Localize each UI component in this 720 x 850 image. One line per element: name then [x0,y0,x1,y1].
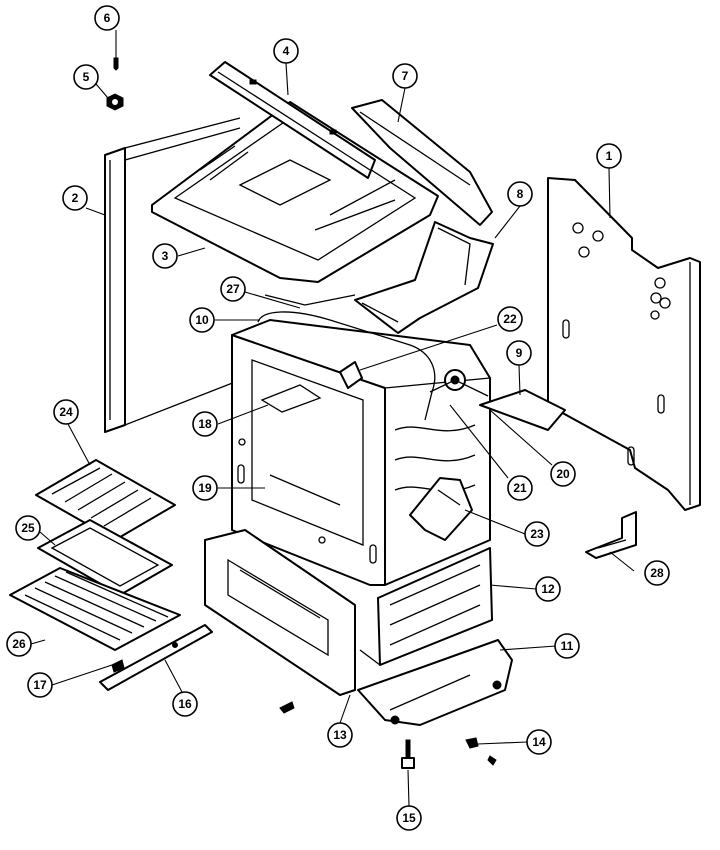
heat-deflector-part [354,221,494,334]
callout-1: 1 [596,143,622,169]
callout-17: 17 [27,672,53,698]
callout-13: 13 [327,722,353,748]
leader-lines [30,30,635,807]
callout-27: 27 [220,276,246,302]
callout-6: 6 [94,5,120,31]
broiler-pan-part [37,519,173,596]
callout-15: 15 [396,805,422,831]
callout-3: 3 [152,243,178,269]
svg-text:4: 4 [283,44,290,58]
svg-text:5: 5 [83,70,90,84]
right-side-panel-part [547,177,701,511]
svg-text:21: 21 [513,481,527,495]
svg-text:18: 18 [198,417,212,431]
svg-text:2: 2 [72,191,79,205]
svg-text:6: 6 [104,11,111,25]
spreader-strip-part [479,389,566,431]
flue-part [264,294,356,306]
pilot-bracket-part [339,361,363,389]
rack-support-part [99,624,213,691]
callout-14: 14 [526,729,552,755]
nut-part [106,93,124,111]
callout-19: 19 [192,475,218,501]
svg-text:10: 10 [195,313,209,327]
callout-12: 12 [535,576,561,602]
top-rail-part [209,61,376,179]
svg-text:16: 16 [178,697,192,711]
svg-text:3: 3 [162,249,169,263]
callout-11: 11 [554,633,580,659]
svg-text:24: 24 [59,405,73,419]
callout-23: 23 [524,521,550,547]
svg-text:9: 9 [516,346,523,360]
callout-2: 2 [62,185,88,211]
callout-25: 25 [15,515,41,541]
callout-18: 18 [192,411,218,437]
svg-text:27: 27 [226,282,240,296]
base-part [357,639,513,726]
broiler-drawer-part [359,547,493,666]
oven-body-part [231,319,491,586]
callout-8: 8 [507,181,533,207]
svg-text:17: 17 [33,678,47,692]
leveling-leg-part [401,739,415,769]
kick-panel-part [204,529,356,696]
svg-text:8: 8 [517,187,524,201]
callout-22: 22 [497,306,523,332]
svg-text:26: 26 [12,637,26,651]
leg-screw-part [279,701,497,766]
burner-box-part [151,101,439,283]
svg-text:28: 28 [650,566,664,580]
screw-part [113,57,119,71]
clip-part [111,659,125,673]
svg-text:1: 1 [606,149,613,163]
callout-9: 9 [506,340,532,366]
callout-28: 28 [644,560,670,586]
callout-4: 4 [273,38,299,64]
svg-text:20: 20 [556,467,570,481]
anti-tip-bracket-part [585,511,637,559]
callout-16: 16 [172,691,198,717]
callout-10: 10 [189,307,215,333]
callout-21: 21 [507,475,533,501]
svg-text:14: 14 [532,735,546,749]
thermostat-valve-part [429,369,489,397]
ignitor-part [409,477,473,541]
callout-5: 5 [73,64,99,90]
callout-24: 24 [53,399,79,425]
svg-text:22: 22 [503,312,517,326]
svg-text:7: 7 [402,69,409,83]
oven-rack-part [9,567,181,651]
svg-text:11: 11 [561,639,574,653]
svg-text:23: 23 [530,527,544,541]
svg-text:25: 25 [21,521,35,535]
callout-26: 26 [6,631,32,657]
svg-text:12: 12 [541,582,555,596]
left-side-panel-part [104,117,241,433]
svg-text:15: 15 [402,811,416,825]
top-shield-part [351,99,493,226]
oven-burner-tube-part [257,311,436,421]
svg-text:13: 13 [333,728,347,742]
svg-text:19: 19 [198,481,212,495]
callout-7: 7 [392,63,418,89]
callout-20: 20 [550,461,576,487]
